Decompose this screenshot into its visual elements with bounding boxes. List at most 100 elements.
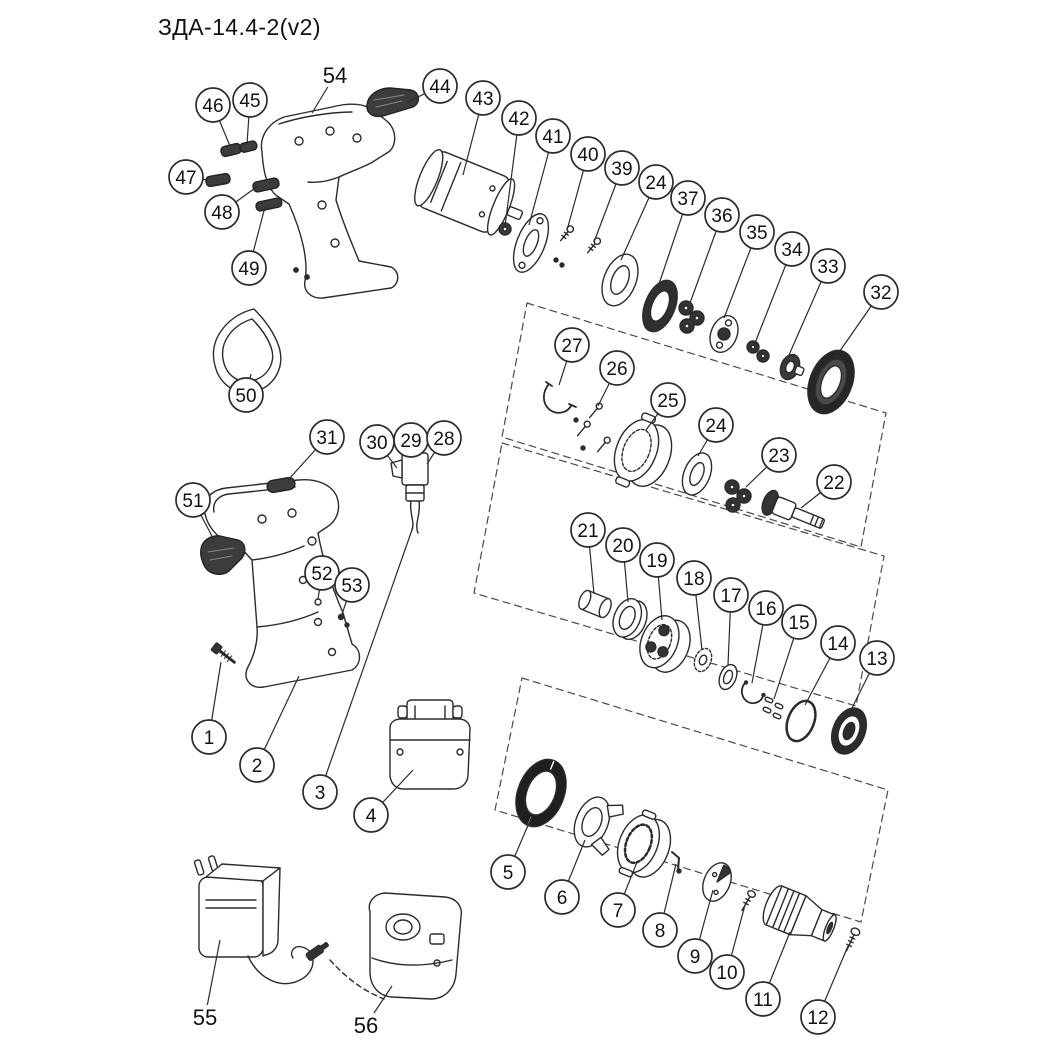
callout-46: 46 xyxy=(195,87,231,147)
callout-number: 34 xyxy=(781,240,803,261)
part-oring-14 xyxy=(785,699,817,743)
callout-circle xyxy=(677,938,713,974)
callout-44: 44 xyxy=(407,68,458,104)
callout-number: 32 xyxy=(870,283,891,304)
part-battery-pack xyxy=(389,699,471,790)
callout-number: 25 xyxy=(657,391,678,412)
callout-number: 21 xyxy=(577,521,598,542)
callout-6: 6 xyxy=(544,839,586,915)
part-switch-assembly xyxy=(390,452,429,534)
callout-16: 16 xyxy=(748,590,784,684)
callout-number: 56 xyxy=(354,1013,378,1038)
callout-number: 45 xyxy=(239,91,260,112)
callout-number: 22 xyxy=(823,473,844,494)
part-clutch-plate xyxy=(573,796,624,856)
callout-leader-line xyxy=(319,526,414,793)
callout-number: 14 xyxy=(827,634,849,655)
callout-circle xyxy=(168,159,204,195)
part-top-slide-button xyxy=(366,87,420,118)
callout-number: 41 xyxy=(542,127,563,148)
callout-number: 35 xyxy=(746,223,767,244)
callout-circle xyxy=(650,382,686,418)
part-bushing-21 xyxy=(578,589,612,619)
callout-55: 55 xyxy=(188,939,222,1030)
part-charger-adapter xyxy=(193,855,385,1000)
callout-number: 54 xyxy=(323,63,347,88)
callout-circle xyxy=(231,250,267,286)
callout-35: 35 xyxy=(723,214,775,319)
part-chuck xyxy=(762,885,837,942)
callout-number: 40 xyxy=(577,145,598,166)
part-charger-base xyxy=(368,892,463,1000)
callout-circle xyxy=(422,68,458,104)
callout-circle xyxy=(426,420,462,456)
callout-circle xyxy=(501,100,537,136)
part-pin-52 xyxy=(314,598,322,606)
part-screws-26 xyxy=(576,402,611,453)
callout-27: 27 xyxy=(554,327,590,386)
part-planet-gears-36 xyxy=(678,300,705,334)
callout-number: 47 xyxy=(175,168,196,189)
callout-number: 24 xyxy=(705,416,727,437)
callout-circle xyxy=(175,482,211,518)
callout-31: 31 xyxy=(287,419,345,481)
callout-24: 24 xyxy=(697,407,734,457)
callout-leader-line xyxy=(204,939,221,1018)
part-dot-53 xyxy=(337,613,345,621)
callout-36: 36 xyxy=(689,197,740,304)
part-pad-45 xyxy=(239,140,258,153)
callout-circle xyxy=(465,80,501,116)
callout-number: 48 xyxy=(211,203,232,224)
callout-33: 33 xyxy=(788,248,846,356)
callout-17: 17 xyxy=(713,577,749,666)
callout-number: 26 xyxy=(606,359,627,380)
callout-label-backing xyxy=(188,1005,222,1029)
callout-number: 2 xyxy=(252,756,263,777)
callout-number: 27 xyxy=(561,336,582,357)
callout-circle xyxy=(353,797,389,833)
callout-11: 11 xyxy=(745,931,791,1017)
part-pins-15 xyxy=(762,696,784,720)
callout-number: 8 xyxy=(655,921,666,942)
callout-circle xyxy=(490,854,526,890)
part-washer-17 xyxy=(718,663,738,691)
callout-number: 50 xyxy=(235,386,256,407)
part-motor-plate xyxy=(512,213,550,273)
part-clutch-ring xyxy=(515,758,567,828)
callout-circle xyxy=(781,604,817,640)
callout-42: 42 xyxy=(501,100,537,227)
callout-label-backing xyxy=(318,63,352,87)
callout-number: 19 xyxy=(646,551,667,572)
callout-number: 15 xyxy=(788,613,809,634)
callout-number: 36 xyxy=(711,206,732,227)
callout-32: 32 xyxy=(834,274,899,359)
part-housing-body xyxy=(203,478,361,688)
callout-number: 29 xyxy=(400,431,421,452)
callout-40: 40 xyxy=(566,136,606,231)
part-gear-cup xyxy=(616,809,672,878)
callout-number: 46 xyxy=(202,96,223,117)
callout-18: 18 xyxy=(676,560,712,651)
callout-leader-line xyxy=(504,117,520,227)
callout-circle xyxy=(605,527,641,563)
callout-number: 23 xyxy=(768,446,789,467)
part-gears-34 xyxy=(746,340,770,363)
callout-number: 52 xyxy=(311,564,332,585)
callout-circle xyxy=(604,150,640,186)
callout-37: 37 xyxy=(658,180,706,285)
callout-circle xyxy=(642,912,678,948)
callout-number: 51 xyxy=(182,491,203,512)
callout-43: 43 xyxy=(462,80,501,176)
callout-8: 8 xyxy=(642,863,678,948)
group-box-gear-stage-2 xyxy=(473,442,885,707)
callout-number: 11 xyxy=(753,990,773,1011)
callout-15: 15 xyxy=(773,604,817,700)
callout-13: 13 xyxy=(850,640,895,711)
part-screw-10 xyxy=(741,889,756,912)
callout-circle xyxy=(302,774,338,810)
callout-10: 10 xyxy=(709,904,746,990)
callout-number: 55 xyxy=(193,1005,217,1030)
callout-number: 13 xyxy=(866,649,887,670)
callout-49: 49 xyxy=(231,206,267,286)
callout-number: 1 xyxy=(204,728,215,749)
